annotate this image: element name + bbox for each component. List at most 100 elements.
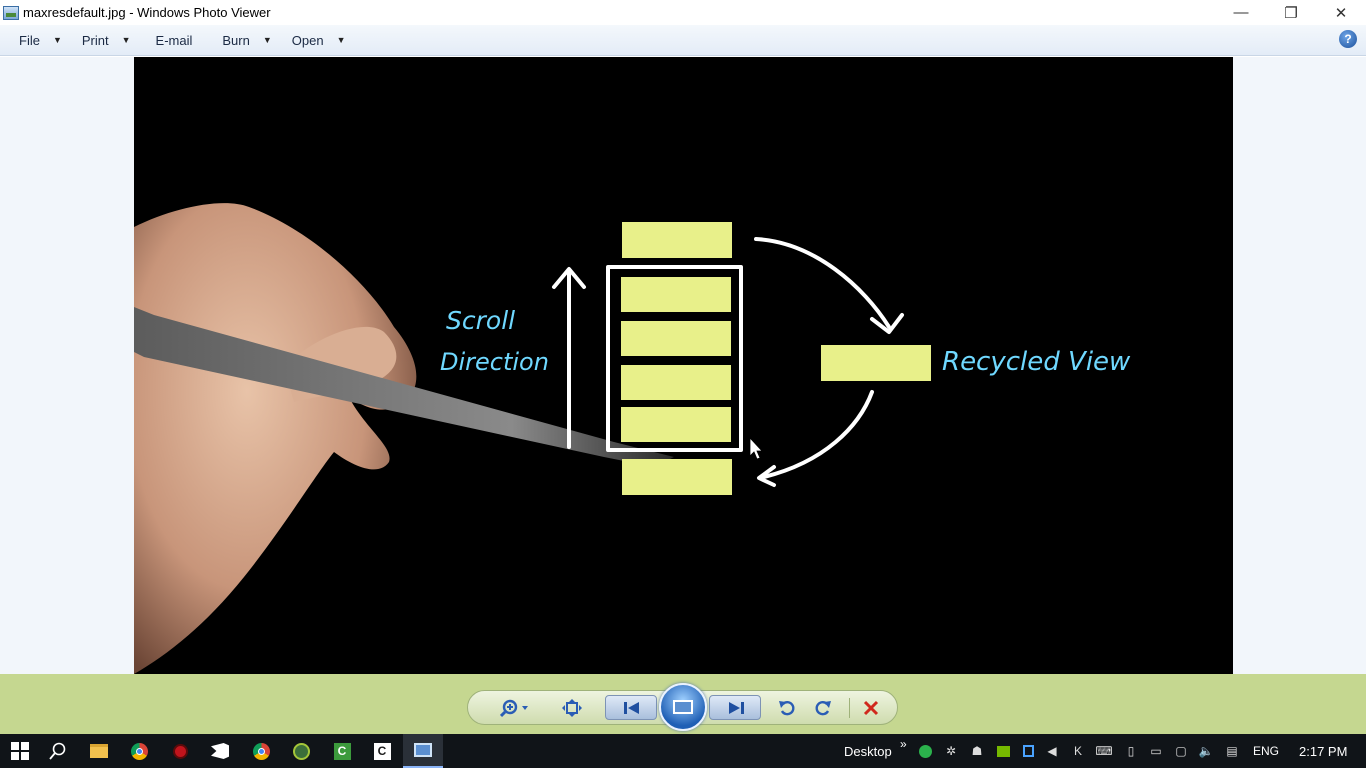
taskbar-chrome-2[interactable] — [241, 734, 281, 768]
list-item-box-5 — [622, 459, 732, 495]
menu-print[interactable]: Print ▼ — [82, 25, 131, 56]
menu-open[interactable]: Open ▼ — [292, 25, 346, 56]
search-button[interactable] — [38, 734, 78, 768]
tray-user-icon[interactable]: ☗ — [971, 744, 983, 758]
taskbar-chrome[interactable] — [119, 734, 159, 768]
minimize-button[interactable]: — — [1233, 4, 1249, 21]
slideshow-icon — [673, 700, 693, 714]
camtasia-icon: C — [333, 742, 351, 760]
next-button[interactable] — [709, 695, 761, 720]
android-studio-icon — [292, 742, 310, 760]
title-bar: maxresdefault.jpg - Windows Photo Viewer… — [0, 0, 1366, 25]
tray-app-green-icon[interactable] — [918, 744, 932, 758]
menu-burn[interactable]: Burn ▼ — [222, 25, 271, 56]
tray-app-blue-icon[interactable] — [1021, 744, 1035, 758]
tray-keyboard-icon[interactable]: ⌨ — [1095, 744, 1113, 758]
dropdown-arrow-icon: ▼ — [336, 35, 346, 45]
tray-network-icon[interactable]: ▢ — [1175, 744, 1187, 758]
photo-content: Scroll Direction Recycled View — [134, 203, 1131, 674]
tray-nvidia-icon[interactable] — [996, 744, 1010, 758]
photo-viewer-app-icon — [3, 5, 19, 20]
control-divider — [849, 698, 850, 718]
recycle-arrowhead-bottom-stroke — [757, 465, 776, 487]
list-item-box-4 — [621, 407, 731, 442]
delete-button[interactable] — [859, 696, 883, 720]
tray-battery-icon[interactable]: ▭ — [1150, 744, 1162, 758]
rotate-counterclockwise-button[interactable] — [775, 696, 799, 720]
actual-size-button[interactable] — [560, 696, 584, 720]
rotate-counterclockwise-icon — [779, 701, 795, 716]
menu-email-label: E-mail — [155, 32, 193, 48]
start-button[interactable] — [0, 734, 40, 768]
list-item-box-2 — [621, 321, 731, 356]
direction-label: Direction — [440, 348, 549, 376]
playback-control-bar — [0, 674, 1366, 734]
hand-shape — [134, 203, 417, 674]
photo-viewer-icon — [414, 743, 432, 757]
help-button[interactable]: ? — [1339, 30, 1357, 48]
restore-button[interactable]: ❐ — [1284, 4, 1298, 22]
taskbar-clock[interactable]: 2:17 PM — [1299, 744, 1348, 759]
taskbar-file-explorer[interactable] — [79, 734, 119, 768]
window-controls: — ❐ ✕ — [1216, 0, 1366, 25]
dropdown-arrow-icon: ▼ — [121, 35, 131, 45]
recycled-view-label: Recycled View — [942, 347, 1131, 377]
viewport-frame-stroke — [606, 265, 743, 452]
c-app-icon: C — [373, 742, 391, 760]
list-item-box-1 — [621, 277, 731, 312]
menu-bar: File ▼ Print ▼ E-mail Burn ▼ Open ▼ ? — [0, 25, 1366, 56]
tray-k-icon[interactable]: K — [1073, 744, 1082, 758]
next-icon — [729, 702, 744, 714]
recycle-arrow-top-stroke — [754, 237, 891, 329]
tray-action-center-icon[interactable]: ▤ — [1226, 744, 1238, 758]
scroll-label: Scroll — [446, 306, 515, 335]
recycled-view-box — [821, 345, 931, 381]
tray-usb-icon[interactable]: ▯ — [1127, 744, 1135, 758]
taskbar-app-green[interactable]: C — [322, 734, 362, 768]
close-button[interactable]: ✕ — [1334, 4, 1348, 22]
taskbar-app-c[interactable]: C — [362, 734, 402, 768]
menu-print-label: Print — [81, 32, 109, 48]
slideshow-button[interactable] — [659, 683, 707, 731]
list-item-box-0 — [622, 222, 732, 258]
rotate-clockwise-button[interactable] — [811, 696, 835, 720]
menu-file[interactable]: File ▼ — [19, 25, 62, 56]
toolbar-overflow-chevron-icon[interactable]: » — [900, 737, 907, 751]
chrome-icon — [130, 742, 148, 760]
input-language-indicator[interactable]: ENG — [1253, 744, 1280, 758]
recycle-arrowhead-top-stroke — [870, 313, 904, 334]
taskbar-app-red[interactable] — [160, 734, 200, 768]
menu-email[interactable]: E-mail — [156, 25, 193, 56]
record-app-icon — [172, 743, 188, 759]
taskbar: C C Desktop » ✲ ☗ ◀ K ⌨ ▯ ▭ ▢ 🔈 ▤ ENG 2:… — [0, 734, 1366, 768]
chrome-canary-icon — [252, 742, 270, 760]
previous-button[interactable] — [605, 695, 657, 720]
search-icon — [49, 742, 66, 760]
mouse-cursor-icon — [749, 436, 763, 460]
tray-muted-speaker-icon[interactable]: ◀ — [1047, 744, 1057, 758]
scroll-arrowhead-stroke — [552, 267, 586, 289]
zoom-icon — [500, 699, 528, 718]
recycle-arrow-bottom-stroke — [762, 390, 874, 479]
taskbar-android-studio[interactable] — [281, 734, 321, 768]
taskbar-visual-studio[interactable] — [200, 734, 240, 768]
menu-burn-label: Burn — [222, 32, 250, 48]
dropdown-arrow-icon: ▼ — [52, 35, 62, 45]
dropdown-arrow-icon: ▼ — [262, 35, 272, 45]
displayed-photo: Scroll Direction Recycled View — [134, 57, 1233, 674]
pen-shape — [134, 307, 674, 467]
list-item-box-3 — [621, 365, 731, 400]
menu-file-label: File — [19, 32, 40, 48]
tray-volume-icon[interactable]: 🔈 — [1198, 744, 1214, 758]
image-viewport[interactable]: Scroll Direction Recycled View — [0, 57, 1366, 674]
window-title: maxresdefault.jpg - Windows Photo Viewer — [23, 5, 271, 20]
zoom-button[interactable] — [497, 696, 533, 720]
rotate-clockwise-icon — [815, 701, 831, 716]
desktop-toolbar-label[interactable]: Desktop — [844, 744, 892, 759]
windows-logo-icon — [11, 742, 29, 760]
tray-settings-icon[interactable]: ✲ — [945, 744, 957, 758]
previous-icon — [624, 702, 639, 714]
taskbar-photo-viewer[interactable] — [403, 734, 443, 768]
actual-size-icon — [562, 699, 582, 717]
delete-icon — [863, 700, 879, 716]
